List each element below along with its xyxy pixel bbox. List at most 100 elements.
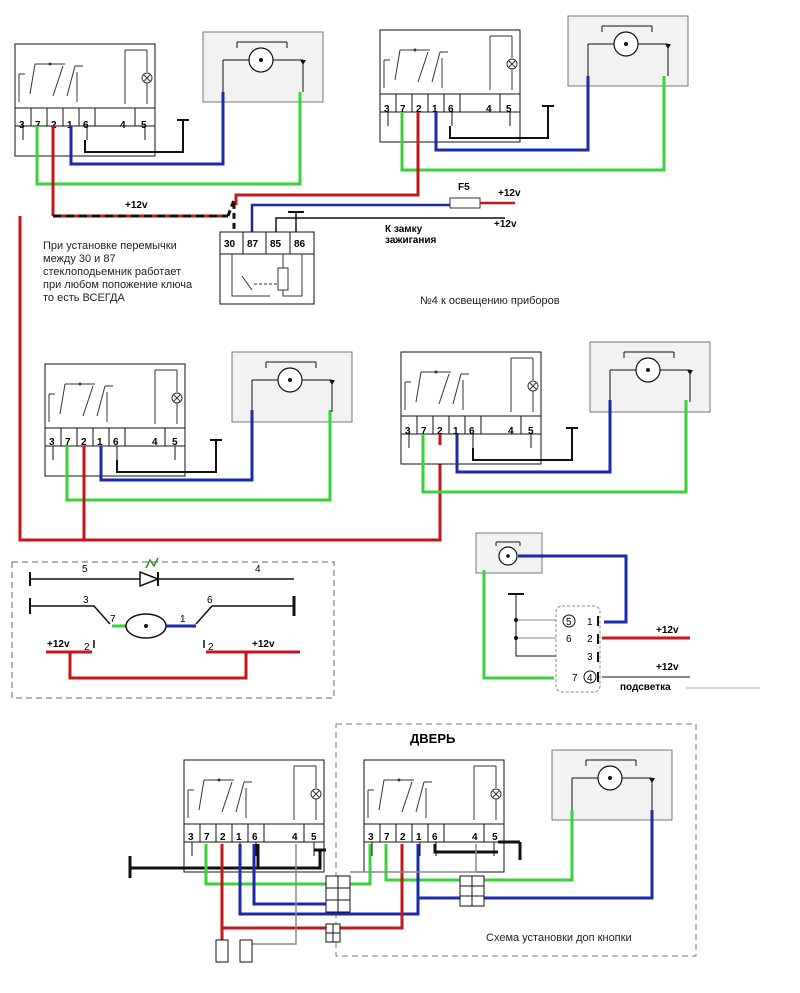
pin-label: 3: [384, 104, 390, 115]
schematic-pin-label: 5: [82, 564, 88, 575]
schematic-pin-label: 6: [207, 595, 213, 606]
pin-label: 4: [486, 104, 492, 115]
plus12-label: +12v: [252, 639, 275, 650]
pin-label: 2: [220, 832, 226, 843]
pin-label: 5: [492, 832, 498, 843]
supply-wires: [18, 197, 515, 542]
button-pin-label: 5: [566, 617, 572, 628]
pin-label: 2: [51, 120, 57, 131]
pin-label: 4: [152, 437, 158, 448]
pin-label: 3: [49, 437, 55, 448]
wires-bottom: [128, 810, 654, 963]
button-pin-label: 2: [587, 634, 593, 645]
supply-labels: +12v F5 +12v +12v К замку зажигания: [125, 182, 521, 246]
switch-block-top-left: 3 7 2 1 6 4 5: [14, 43, 156, 157]
pin-label: 1: [453, 426, 459, 437]
schematic-pin-label: 1: [180, 614, 186, 625]
pin-label: 6: [448, 104, 454, 115]
ignition-label: К замку: [385, 224, 423, 235]
motor-middle-left: [231, 351, 353, 423]
note-line: то есть ВСЕГДА: [43, 292, 125, 304]
pin-labels: 3 7 2 1 6 4 5: [405, 426, 534, 437]
pin-label: 6: [469, 426, 475, 437]
pin-label: 5: [506, 104, 512, 115]
wires-top-right: [234, 76, 666, 205]
plus12-label: +12v: [47, 639, 70, 650]
pin-labels: 3 7 2 1 6 4 5: [19, 120, 147, 131]
ignition-label: зажигания: [385, 235, 437, 246]
door-label: ДВЕРЬ: [410, 731, 455, 746]
pin-label: 2: [400, 832, 406, 843]
plus12-label: +12v: [494, 219, 517, 230]
pin-label: 2: [437, 426, 443, 437]
pin-label: 7: [204, 832, 210, 843]
button-pin-label: 7: [572, 673, 578, 684]
pin-label: 6: [252, 832, 258, 843]
motor-door: [551, 749, 673, 821]
pin-label: 7: [384, 832, 390, 843]
plus12-label: +12v: [125, 200, 148, 211]
door-boundary: [335, 723, 697, 957]
jumper-note: При установке перемычки между 30 и 87 ст…: [43, 240, 193, 304]
wires-middle-left: [65, 410, 332, 540]
switch-block-door: 3 7 2 1 6 4 5: [363, 759, 505, 873]
schematic-pin-label: 2: [84, 642, 90, 653]
pin-label: 6: [113, 437, 119, 448]
schematic-pin-label: 7: [110, 614, 116, 625]
wires-top-left: [35, 92, 302, 216]
pin-label: 2: [81, 437, 87, 448]
pin-label: 7: [400, 104, 406, 115]
note-line: между 30 и 87: [43, 253, 116, 265]
pin-label: 4: [120, 120, 126, 131]
button-pin-label: 1: [587, 617, 593, 628]
button-pin-label: 3: [587, 652, 593, 663]
pin-label: 2: [416, 104, 422, 115]
plus12-label: +12v: [656, 625, 679, 636]
pin-label: 4: [508, 426, 514, 437]
pin-labels: 3 7 2 1 6 4 5: [49, 437, 178, 448]
switch-block-middle-right: 3 7 2 1 6 4 5: [400, 351, 542, 465]
relay-pin-label: 86: [294, 239, 306, 250]
switch-schematic: 5 4 3 6 7 1 2 2 +12v +12v: [11, 557, 335, 699]
motor-middle-right: [589, 341, 711, 413]
pin-label: 3: [405, 426, 411, 437]
pin-label: 6: [83, 120, 89, 131]
pin-labels: 3 7 2 1 6 4 5: [188, 832, 317, 843]
pin-label: 5: [311, 832, 317, 843]
button-with-backlight: 5 1 6 2 3 7 4 +12v +12v подсветка: [475, 532, 760, 693]
pin-label: 4: [292, 832, 298, 843]
relay-pin-label: 30: [224, 239, 236, 250]
plus12-label: +12v: [498, 188, 521, 199]
note-line: При установке перемычки: [43, 240, 177, 252]
pin-label: 7: [421, 426, 427, 437]
pin-label: 5: [528, 426, 534, 437]
backlight-label: подсветка: [620, 682, 671, 693]
switch-block-middle-left: 3 7 2 1 6 4 5: [44, 363, 186, 477]
motor-top-right: [567, 15, 689, 87]
fuse-label: F5: [458, 182, 470, 193]
button-pin-label: 6: [566, 634, 572, 645]
extra-button-caption: Схема установки доп кнопки: [486, 932, 632, 944]
pin-label: 5: [172, 437, 178, 448]
wires-middle-right: [421, 400, 688, 494]
switch-block-bottom-left: 3 7 2 1 6 4 5: [183, 759, 325, 873]
relay-pin-label: 87: [247, 239, 259, 250]
pin-label: 5: [141, 120, 147, 131]
schematic-pin-label: 2: [208, 642, 214, 653]
note-line: при любом попожение ключа: [43, 279, 193, 291]
pin-label: 4: [472, 832, 478, 843]
pin-label: 7: [35, 120, 41, 131]
relay-pin-label: 85: [270, 239, 282, 250]
pin-label: 3: [368, 832, 374, 843]
pin-label: 7: [65, 437, 71, 448]
plus12-label: +12v: [656, 662, 679, 673]
button-pin-label: 4: [587, 673, 593, 684]
pin-label: 1: [432, 104, 438, 115]
pin-label: 6: [432, 832, 438, 843]
pin-label: 1: [67, 120, 73, 131]
motor-top-left: [202, 31, 324, 103]
pin-label: 1: [416, 832, 422, 843]
note-line: стеклоподьемник работает: [43, 266, 181, 278]
pin-labels: 3 7 2 1 6 4 5: [384, 104, 512, 115]
